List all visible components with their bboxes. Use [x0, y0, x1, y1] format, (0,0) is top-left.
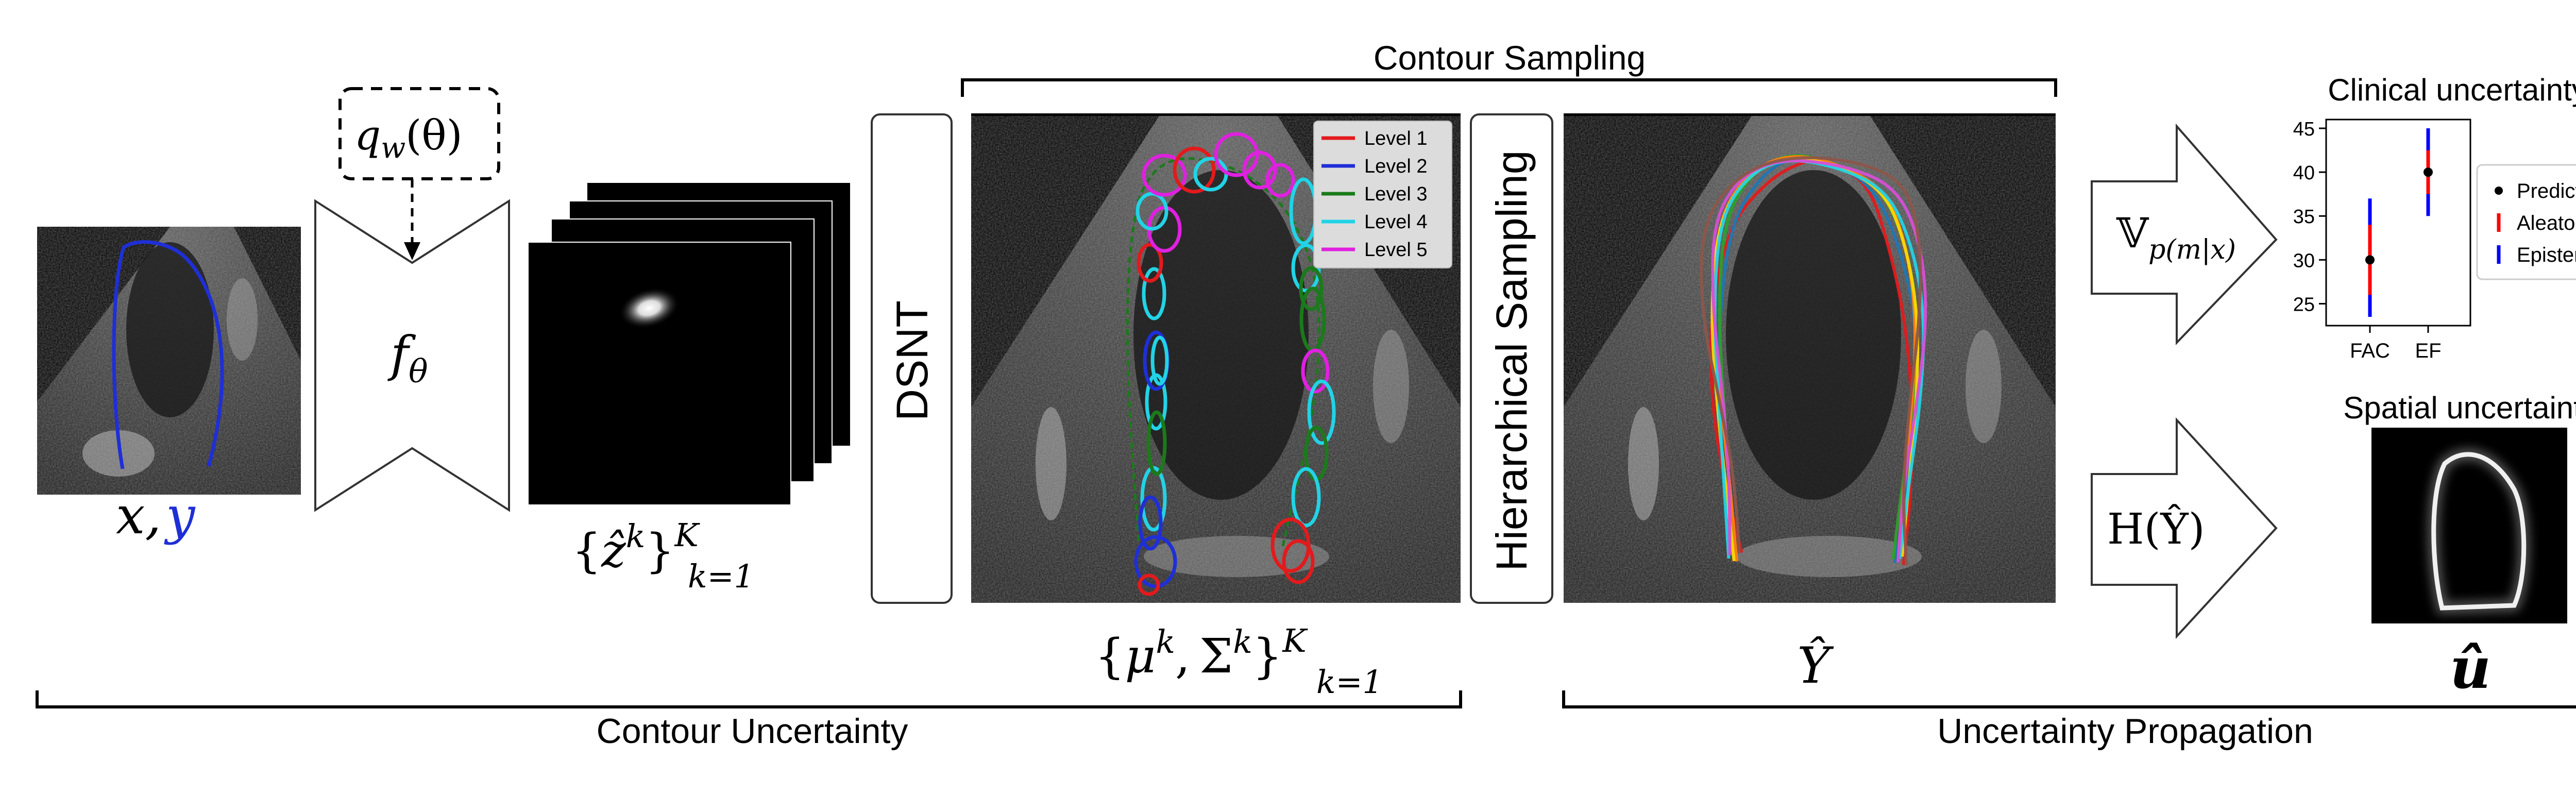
hierarchical-sampling-label: Hierarchical Sampling [1487, 150, 1536, 571]
clinical-legend-label: Prediction [2517, 180, 2576, 202]
gaussian-ellipse [1137, 243, 1163, 283]
heatmap-caption-var: ẑ [601, 524, 626, 578]
gaussians-caption-sup1: k [1156, 623, 1175, 661]
spatial-map [2371, 428, 2567, 623]
heatmap-caption-lower: k=1 [688, 558, 754, 595]
y-tick-label: 30 [2293, 250, 2315, 272]
variance-label: 𝕍p(m|x) [2116, 209, 2236, 265]
entropy-arrow [2091, 417, 2278, 639]
gaussian-ellipse [1307, 379, 1336, 445]
legend-label: Level 1 [1364, 128, 1428, 149]
gaussian-ellipse [1282, 539, 1315, 584]
dsnt-box [871, 113, 953, 604]
entropy-label: H(Ŷ) [2107, 504, 2205, 554]
gaussian-ellipse [1138, 495, 1163, 551]
spatial-title: Spatial uncertainty [2343, 391, 2576, 425]
prior-label: qw(θ) [354, 111, 463, 165]
gaussian-ellipse [1299, 266, 1324, 311]
heatmap-caption-close: } [645, 524, 674, 578]
gaussians-caption: {μk,Σk}Kk=1 [1095, 622, 1383, 701]
heatmap-blob [619, 288, 680, 329]
gaussian-ellipse [1173, 146, 1216, 194]
input-x-label: x, [116, 485, 161, 546]
gaussian-ellipse [1301, 348, 1330, 394]
gaussian-ellipse [1150, 335, 1169, 386]
gaussians-caption-mu: μ [1125, 629, 1156, 684]
prediction-point [2424, 167, 2433, 177]
contour-sampling-bracket [961, 78, 2057, 97]
heatmap-caption-upper: K [674, 516, 701, 554]
gaussian-ellipse [1265, 163, 1295, 198]
spatial-caption: û [2450, 635, 2491, 701]
gaussians-legend: Level 1 Level 2 Level 3 Level 4 Level 5 [1313, 121, 1452, 268]
network-label-sub: θ [409, 352, 428, 390]
clinical-legend: PredictionAleatoricEpistemic [2476, 164, 2576, 280]
prior-label-main: q [354, 111, 381, 159]
clinical-legend-label: Aleatoric [2517, 212, 2576, 234]
samples-panel [1564, 113, 2056, 603]
gaussians-caption-sigma: Σ [1199, 629, 1233, 684]
gaussian-ellipses [1134, 132, 1336, 596]
heatmap-stack [528, 183, 850, 505]
clinical-legend-label: Epistemic [2517, 244, 2576, 266]
gaussians-caption-comma: , [1175, 629, 1190, 684]
gaussians-caption-upper: K [1282, 622, 1308, 660]
gaussian-ellipse [1291, 467, 1321, 528]
gaussian-ellipse [1145, 373, 1167, 431]
clinical-plot-frame [2325, 119, 2471, 327]
gaussians-caption-open: { [1095, 629, 1125, 684]
gaussians-caption-close: } [1252, 629, 1283, 684]
hierarchical-sampling-box [1470, 113, 1553, 604]
x-tick-label: FAC [2350, 340, 2390, 362]
gaussian-ellipse [1214, 132, 1259, 177]
sampled-contour [1711, 159, 1927, 563]
gaussian-ellipse [1146, 410, 1167, 476]
gaussian-ellipse [1136, 192, 1168, 231]
variance-arrow [2091, 123, 2278, 345]
network-shape [314, 199, 510, 512]
gaussians-caption-sup2: k [1233, 623, 1252, 661]
legend-marker [2495, 187, 2503, 195]
prior-box [338, 87, 500, 180]
y-tick-label: 45 [2293, 119, 2315, 140]
input-y-label: y [164, 485, 196, 546]
prior-label-arg: (θ) [405, 111, 463, 159]
samples-caption: Ŷ [1797, 637, 1834, 695]
variance-label-sub: p(m|x) [2148, 234, 2236, 265]
gaussian-ellipse [1134, 535, 1177, 588]
input-contour [112, 240, 224, 469]
y-tick-label: 40 [2293, 162, 2315, 184]
heatmap-caption-open: { [572, 524, 601, 578]
input-echo-image [37, 227, 301, 495]
uncertainty-propagation-label: Uncertainty Propagation [1937, 712, 2313, 751]
gaussian-ellipse [1142, 267, 1166, 320]
prediction-point [2365, 255, 2375, 265]
legend-label: Level 5 [1364, 239, 1428, 261]
gaussian-ellipse [1138, 573, 1160, 596]
gaussian-ellipse [1142, 154, 1187, 197]
heatmap-caption-sup: k [626, 517, 646, 555]
legend-label: Level 4 [1364, 211, 1428, 233]
contour-uncertainty-label: Contour Uncertainty [597, 712, 908, 751]
y-tick-label: 35 [2293, 206, 2315, 228]
x-tick-label: EF [2415, 340, 2441, 362]
legend-label: Level 2 [1364, 156, 1428, 177]
prior-arrow-head [404, 242, 420, 260]
legend-label: Level 3 [1364, 183, 1428, 205]
uncertainty-propagation-bracket [1562, 690, 2576, 708]
variance-label-main: 𝕍 [2116, 209, 2149, 257]
clinical-title: Clinical uncertainty [2328, 73, 2576, 107]
contour-uncertainty-bracket [36, 690, 1462, 708]
gaussians-caption-lower: k=1 [1316, 663, 1383, 701]
dsnt-label: DSNT [888, 300, 937, 421]
sampled-contours [1700, 154, 1927, 566]
contour-sampling-title: Contour Sampling [1374, 39, 1646, 77]
sampled-contour [1700, 156, 1922, 566]
prior-label-sub: w [381, 131, 405, 165]
gaussian-ellipse [1242, 150, 1277, 190]
y-tick-label: 25 [2293, 294, 2315, 315]
